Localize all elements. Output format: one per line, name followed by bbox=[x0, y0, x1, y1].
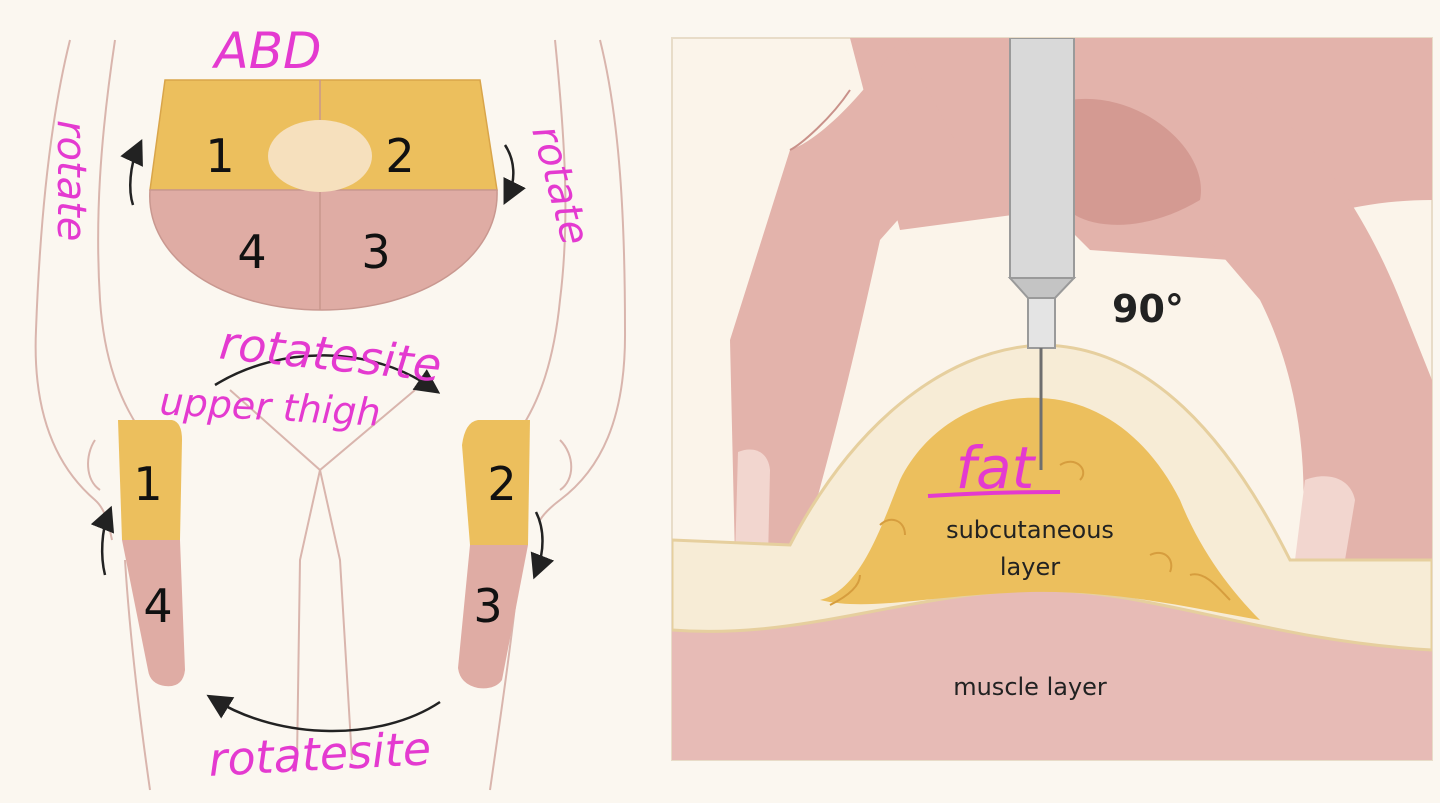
rotate-right-label: rotate bbox=[522, 121, 598, 250]
abdomen-left-arrow bbox=[120, 138, 143, 206]
abdomen-title: ABD bbox=[211, 22, 321, 80]
thigh-left-arrow bbox=[90, 505, 115, 576]
injection-cross-section-panel: 90° fat subcutaneous layer muscle layer bbox=[671, 37, 1433, 761]
left-thigh-upper-zone bbox=[118, 420, 182, 540]
fat-layer bbox=[820, 397, 1260, 620]
abdomen-zone-1: 1 bbox=[205, 129, 234, 183]
subcutaneous-label-line1: subcutaneous bbox=[946, 516, 1114, 544]
abdomen-zone-4: 4 bbox=[237, 225, 266, 279]
rotate-site-middle-label: rotatesite bbox=[217, 316, 444, 393]
right-thigh-upper-zone bbox=[462, 420, 530, 545]
injection-angle-label: 90° bbox=[1112, 287, 1184, 331]
bottom-rotate-arrow bbox=[206, 694, 441, 733]
thigh-right-arrow bbox=[530, 511, 555, 580]
abdomen-zone-2: 2 bbox=[385, 129, 414, 183]
rotate-site-bottom-label: rotatesite bbox=[207, 721, 432, 787]
right-thigh-zone-3: 3 bbox=[473, 579, 502, 633]
rotation-arrows bbox=[90, 138, 555, 733]
thigh-zones: 1 4 2 3 bbox=[118, 420, 530, 689]
left-thigh-lower-zone bbox=[122, 540, 185, 687]
fat-underline bbox=[927, 490, 1061, 498]
middle-rotate-arrow bbox=[214, 354, 441, 394]
upper-thigh-label: upper thigh bbox=[159, 379, 382, 435]
subcutaneous-label-line2: layer bbox=[1000, 553, 1060, 581]
abdomen-right-arrow bbox=[503, 144, 526, 205]
right-thigh-lower-zone bbox=[458, 545, 528, 689]
muscle-layer-label: muscle layer bbox=[953, 673, 1107, 701]
syringe bbox=[1007, 38, 1077, 470]
pinching-hand bbox=[730, 38, 1432, 560]
navel-area bbox=[268, 120, 372, 192]
body-outline-panel: 1 2 4 3 1 4 2 3 ABD rotate rotate bbox=[34, 22, 627, 791]
rotate-left-label: rotate bbox=[48, 120, 94, 241]
abdomen-lower-zone bbox=[149, 189, 498, 311]
left-thigh-zone-4: 4 bbox=[143, 579, 172, 633]
left-thigh-zone-1: 1 bbox=[133, 457, 162, 511]
abdomen-zones: 1 2 4 3 bbox=[149, 79, 498, 311]
right-thigh-zone-2: 2 bbox=[487, 457, 516, 511]
abdomen-zone-3: 3 bbox=[361, 225, 390, 279]
